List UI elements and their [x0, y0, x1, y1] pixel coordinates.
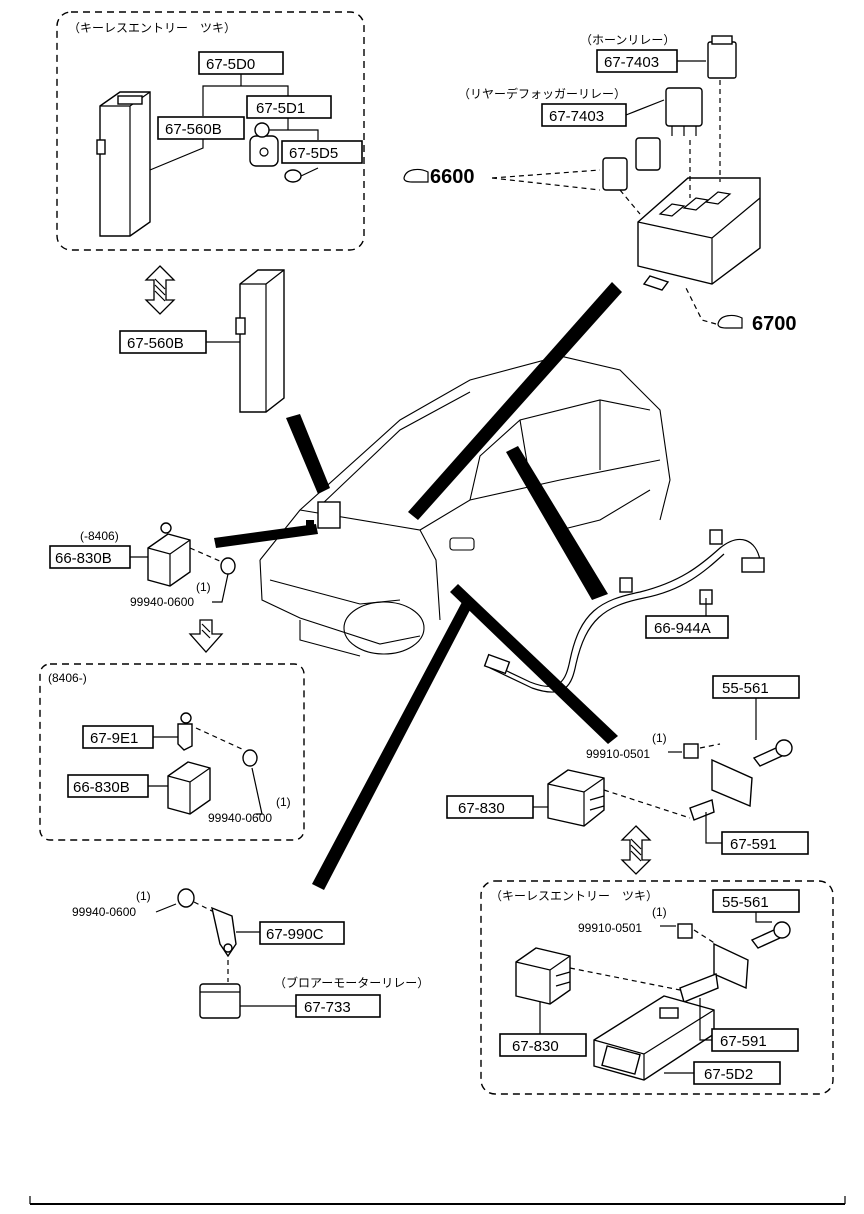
module-in-car [317, 501, 341, 529]
screw-55-561-a [752, 739, 793, 767]
keyless-module-drawing-b [235, 269, 285, 413]
part-number-67-591-b: 67-591 [720, 1033, 767, 1050]
part-box-67-5D1[interactable] [246, 95, 332, 119]
beam-to-keyless [286, 414, 330, 494]
hand-pointer-icon-6700 [717, 314, 743, 329]
blower-motor-relay-drawing [199, 983, 241, 1019]
period-old-label: (-8406) [80, 529, 119, 543]
down-arrow-left [188, 619, 224, 653]
junction-box-drawing [637, 177, 761, 291]
part-number-67-5D0: 67-5D0 [206, 56, 255, 73]
nut-a [220, 557, 236, 575]
keyless-group-bottom [480, 880, 834, 1095]
reference-6600: 6600 [430, 166, 475, 188]
keyless-module-drawing [96, 91, 151, 237]
interchange-arrow-left [144, 265, 176, 315]
part-box-67-830-b[interactable] [499, 1033, 587, 1057]
part-number-99910-0501-a: 99910-0501 [586, 747, 650, 761]
part-number-67-733: 67-733 [304, 999, 351, 1016]
reference-6700: 6700 [752, 313, 797, 335]
rear-defogger-relay-drawing [665, 87, 703, 136]
clip-a [683, 743, 699, 759]
blower-motor-relay-label: （ブロアーモーターリレー） [274, 975, 429, 990]
part-number-66-830B-a: 66-830B [55, 550, 112, 567]
part-number-67-560B-a: 67-560B [165, 121, 222, 138]
qty-c: (1) [136, 889, 151, 903]
clip-b [677, 923, 693, 939]
part-number-67-591-a: 67-591 [730, 836, 777, 853]
part-number-67-5D2: 67-5D2 [704, 1066, 753, 1083]
bracket-67-9E1-drawing [177, 712, 193, 751]
part-number-55-561-b: 55-561 [722, 894, 769, 911]
part-number-99940-0600-a: 99940-0600 [130, 595, 194, 609]
bracket-67-990C-drawing [211, 906, 237, 958]
qty-d: (1) [652, 731, 667, 745]
part-number-99910-0501-b: 99910-0501 [578, 921, 642, 935]
nut-c [177, 888, 195, 908]
fuse-relay-drawing [602, 137, 661, 191]
interchange-arrow-right [620, 825, 652, 875]
part-number-67-830-a: 67-830 [458, 800, 505, 817]
beam-to-antenna [506, 446, 608, 600]
keyless-group-top-label: （キーレスエントリー ツキ） [68, 21, 236, 35]
part-box-67-560B-a[interactable] [157, 116, 245, 140]
antenna-feeder-cable-drawing [483, 529, 765, 693]
part-number-99940-0600-b: 99940-0600 [208, 811, 272, 825]
beam-to-horn [214, 524, 318, 548]
horn-relay-unit-drawing-a [147, 522, 191, 587]
keyless-group-top [56, 11, 365, 251]
relay-67-830-drawing-b [515, 947, 571, 1005]
part-number-67-7403-a: 67-7403 [604, 54, 659, 71]
qty-e: (1) [652, 905, 667, 919]
period-new-group [39, 663, 305, 841]
part-number-67-560B-b: 67-560B [127, 335, 184, 352]
horn-relay-label: （ホーンリレー） [580, 33, 675, 47]
part-box-66-944A[interactable] [645, 615, 729, 639]
bracket-67-591-drawing-b [679, 942, 749, 1003]
part-number-67-9E1: 67-9E1 [90, 730, 138, 747]
qty-a: (1) [196, 580, 211, 594]
rear-defogger-relay-label: （リヤーデフォッガーリレー） [458, 86, 626, 101]
relay-67-830-drawing-a [547, 769, 605, 827]
relay-in-car [306, 520, 314, 530]
horn-relay-drawing [707, 35, 737, 79]
hand-pointer-icon-6600 [403, 168, 429, 183]
beam-to-relay-box [408, 282, 622, 520]
bracket-67-591-drawing-a [689, 758, 753, 821]
horn-relay-unit-drawing-b [167, 761, 211, 815]
part-number-99940-0600-c: 99940-0600 [72, 905, 136, 919]
transmitter-drawing [249, 122, 279, 167]
battery-drawing [284, 167, 319, 183]
beam-to-relay-bottom [450, 584, 618, 744]
screw-55-561-b [750, 921, 791, 949]
nut-b [242, 749, 258, 767]
part-number-67-5D5: 67-5D5 [289, 145, 338, 162]
beam-to-blower [312, 602, 470, 890]
part-number-66-944A: 66-944A [654, 620, 711, 637]
part-number-66-830B-b: 66-830B [73, 779, 130, 796]
part-number-55-561-a: 55-561 [722, 680, 769, 697]
keyless-control-unit-67-5D2-drawing [593, 995, 715, 1081]
part-number-67-990C: 67-990C [266, 926, 324, 943]
part-number-67-830-b: 67-830 [512, 1038, 559, 1055]
keyless-group-bottom-label: （キーレスエントリー ツキ） [490, 889, 658, 903]
qty-b: (1) [276, 795, 291, 809]
part-number-67-7403-b: 67-7403 [549, 108, 604, 125]
period-new-label: (8406-) [48, 671, 87, 685]
part-box-67-990C[interactable] [259, 921, 345, 945]
part-box-67-5D5[interactable] [281, 140, 363, 164]
part-number-67-5D1: 67-5D1 [256, 100, 305, 117]
